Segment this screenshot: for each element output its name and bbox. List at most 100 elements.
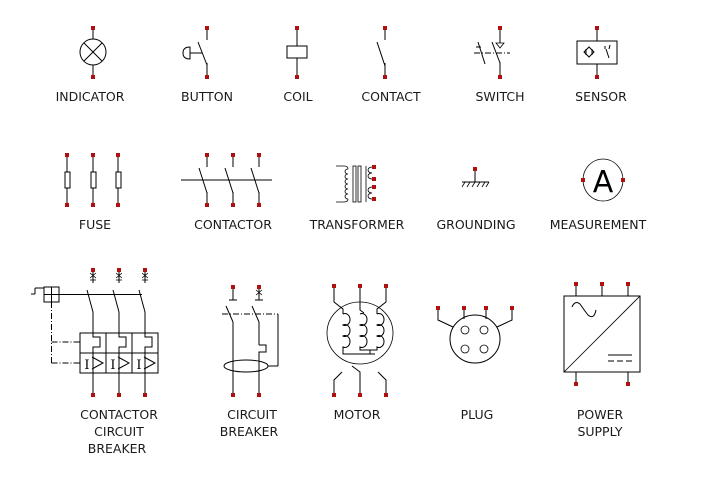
pin[interactable] <box>231 153 235 157</box>
pin[interactable] <box>358 284 362 288</box>
pin[interactable] <box>91 393 95 397</box>
symbol-indicator[interactable]: INDICATOR <box>56 26 125 104</box>
symbol-plug[interactable]: PLUG <box>436 306 514 422</box>
pin[interactable] <box>510 306 514 310</box>
proximity-sensor-icon <box>576 26 618 79</box>
pin[interactable] <box>462 306 466 310</box>
pin[interactable] <box>372 197 376 201</box>
symbol-power-supply[interactable]: POWER SUPPLY <box>563 282 641 439</box>
symbol-label: TRANSFORMER <box>309 217 405 232</box>
pin[interactable] <box>626 282 630 286</box>
pin[interactable] <box>205 26 209 30</box>
pin[interactable] <box>117 393 121 397</box>
relay-coil-icon <box>286 26 308 79</box>
symbol-sensor[interactable]: SENSOR <box>575 26 627 104</box>
pin[interactable] <box>498 26 502 30</box>
symbol-contact[interactable]: CONTACT <box>361 26 421 104</box>
pin[interactable] <box>498 75 502 79</box>
pin[interactable] <box>205 75 209 79</box>
symbol-label: INDICATOR <box>56 89 125 104</box>
symbol-label: CONTACTOR <box>80 407 158 422</box>
pin[interactable] <box>295 75 299 79</box>
symbol-fuse[interactable]: FUSE <box>64 153 122 232</box>
ac-wave-icon <box>571 302 597 318</box>
pin[interactable] <box>436 306 440 310</box>
pin[interactable] <box>595 26 599 30</box>
pin[interactable] <box>116 203 120 207</box>
pin[interactable] <box>257 393 261 397</box>
symbol-label: SWITCH <box>475 89 524 104</box>
breaker-pole <box>86 268 97 397</box>
pin[interactable] <box>257 203 261 207</box>
pin[interactable] <box>91 26 95 30</box>
ammeter-icon: A <box>581 158 625 202</box>
symbol-grounding[interactable]: GROUNDING <box>436 167 516 232</box>
contact-icon <box>376 26 387 79</box>
indicator-lamp-icon <box>79 26 107 79</box>
pin[interactable] <box>257 153 261 157</box>
pin[interactable] <box>484 306 488 310</box>
pin[interactable] <box>574 382 578 386</box>
symbol-contactor[interactable]: CONTACTOR <box>181 153 272 232</box>
symbol-switch[interactable]: SWITCH <box>474 26 525 104</box>
symbol-transformer[interactable]: TRANSFORMER <box>309 165 405 232</box>
pin[interactable] <box>231 203 235 207</box>
pin[interactable] <box>384 393 388 397</box>
pin[interactable] <box>143 393 147 397</box>
pin[interactable] <box>574 282 578 286</box>
pin[interactable] <box>600 282 604 286</box>
symbol-label: PLUG <box>461 407 494 422</box>
pin[interactable] <box>372 165 376 169</box>
ground-icon <box>461 167 490 188</box>
pin[interactable] <box>473 167 477 171</box>
pin[interactable] <box>372 177 376 181</box>
pin[interactable] <box>65 203 69 207</box>
instantaneous-trip-glyph: I <box>84 358 89 373</box>
pin[interactable] <box>595 75 599 79</box>
push-button-icon <box>182 26 209 79</box>
pin[interactable] <box>581 178 585 182</box>
symbol-motor[interactable]: MOTOR <box>326 284 394 422</box>
pin[interactable] <box>91 153 95 157</box>
symbol-label: COIL <box>283 89 312 104</box>
symbol-contactor-circuit-breaker[interactable]: I I I CONTACTOR CIRCUIT BREAKER <box>31 268 159 456</box>
pin[interactable] <box>117 268 121 272</box>
symbol-label: GROUNDING <box>436 217 515 232</box>
instantaneous-trip-glyph: I <box>110 358 115 373</box>
pin[interactable] <box>91 75 95 79</box>
pin[interactable] <box>332 393 336 397</box>
pin[interactable] <box>295 26 299 30</box>
pin[interactable] <box>91 203 95 207</box>
pin[interactable] <box>205 153 209 157</box>
pin[interactable] <box>332 284 336 288</box>
transformer-icon <box>336 165 376 203</box>
symbol-button[interactable]: BUTTON <box>181 26 233 104</box>
symbol-label: CONTACT <box>361 89 421 104</box>
symbol-label: CONTACTOR <box>194 217 272 232</box>
symbol-label: SENSOR <box>575 89 627 104</box>
symbol-measurement[interactable]: A MEASUREMENT <box>550 158 647 232</box>
power-supply-icon <box>563 282 641 386</box>
pin[interactable] <box>384 284 388 288</box>
pin[interactable] <box>143 268 147 272</box>
instantaneous-trip-glyph: I <box>136 358 141 373</box>
pin[interactable] <box>231 285 235 289</box>
pin[interactable] <box>91 268 95 272</box>
pin[interactable] <box>358 393 362 397</box>
symbol-coil[interactable]: COIL <box>283 26 313 104</box>
pin[interactable] <box>116 153 120 157</box>
pin[interactable] <box>205 203 209 207</box>
pin[interactable] <box>372 185 376 189</box>
pin[interactable] <box>257 285 261 289</box>
pin[interactable] <box>383 26 387 30</box>
pin[interactable] <box>621 178 625 182</box>
pin[interactable] <box>626 382 630 386</box>
symbol-circuit-breaker[interactable]: CIRCUIT BREAKER <box>220 285 279 439</box>
pin[interactable] <box>231 393 235 397</box>
symbol-label: POWER <box>577 407 624 422</box>
symbol-label: MOTOR <box>334 407 381 422</box>
switch-icon <box>474 26 510 79</box>
pin[interactable] <box>65 153 69 157</box>
symbol-label: BREAKER <box>88 441 147 456</box>
pin[interactable] <box>383 75 387 79</box>
